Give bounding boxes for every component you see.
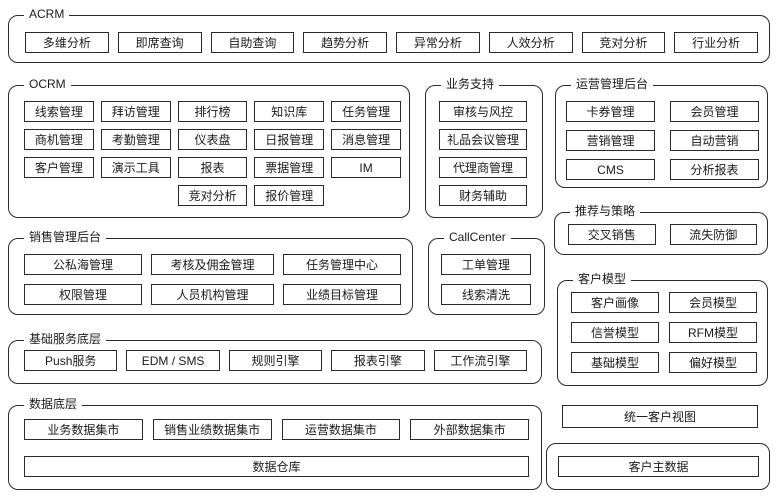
group-base-services-title: 基础服务底层	[24, 332, 107, 347]
diagram-node: 竞对分析	[581, 32, 666, 53]
group-recommendation-strategy-title: 推荐与策略	[570, 204, 641, 219]
diagram-node: 异常分析	[396, 32, 480, 53]
diagram-node: 商机管理	[24, 129, 94, 150]
diagram-node: CMS	[566, 159, 655, 180]
diagram-node: 报表引擎	[331, 350, 425, 371]
diagram-node: 基础模型	[571, 352, 659, 373]
diagram-node: 即席查询	[117, 32, 202, 53]
diagram-node: 代理商管理	[439, 157, 527, 178]
diagram-node: 流失防御	[669, 224, 757, 245]
diagram-node: Push服务	[24, 350, 118, 371]
node-unified-customer-view: 统一客户视图	[562, 405, 758, 428]
diagram-node: 偏好模型	[669, 352, 757, 373]
diagram-node: 业务数据集市	[24, 419, 143, 440]
group-data-layer: 数据底层 业务数据集市 销售业绩数据集市 运营数据集市 外部数据集市 数据仓库	[8, 397, 542, 490]
diagram-node: 拜访管理	[100, 101, 171, 122]
group-operations-admin-title: 运营管理后台	[571, 77, 654, 92]
diagram-node: 公私海管理	[24, 254, 143, 275]
node-customer-master-data: 客户主数据	[558, 456, 759, 477]
diagram-node: 日报管理	[254, 129, 325, 150]
group-recommendation-strategy: 推荐与策略 交叉销售 流失防御	[554, 204, 768, 255]
diagram-node: 人员机构管理	[151, 284, 274, 305]
group-master-data: 客户主数据	[546, 443, 770, 490]
diagram-node: 知识库	[254, 101, 325, 122]
diagram-node: 审核与风控	[439, 101, 527, 122]
diagram-node: 报表	[177, 157, 248, 178]
group-sales-admin: 销售管理后台 公私海管理 考核及佣金管理 任务管理中心 权限管理 人员机构管理 …	[8, 230, 413, 315]
group-business-support: 业务支持 审核与风控 礼品会议管理 代理商管理 财务辅助	[425, 77, 543, 218]
group-operations-admin: 运营管理后台 卡券管理 会员管理 营销管理 自动营销 CMS 分析报表	[555, 77, 768, 188]
group-data-layer-title: 数据底层	[24, 397, 83, 412]
diagram-node: 趋势分析	[303, 32, 387, 53]
diagram-node: 礼品会议管理	[439, 129, 527, 150]
group-acrm: ACRM 多维分析 即席查询 自助查询 趋势分析 异常分析 人效分析 竞对分析 …	[8, 7, 770, 63]
diagram-node: 客户画像	[571, 292, 659, 313]
diagram-node: 营销管理	[566, 130, 655, 151]
group-ocrm-title: OCRM	[24, 77, 71, 92]
diagram-node: EDM / SMS	[126, 350, 220, 371]
diagram-node: 任务管理中心	[282, 254, 401, 275]
diagram-node: 分析报表	[670, 159, 759, 180]
diagram-node: 外部数据集市	[410, 419, 529, 440]
group-callcenter-title: CallCenter	[444, 230, 511, 245]
diagram-node: 客户管理	[24, 157, 94, 178]
diagram-node: 工作流引擎	[433, 350, 528, 371]
diagram-node: 考勤管理	[100, 129, 171, 150]
diagram-node: 行业分析	[674, 32, 758, 53]
diagram-node: 票据管理	[254, 157, 325, 178]
group-acrm-title: ACRM	[24, 7, 70, 22]
diagram-node: 竞对分析	[177, 185, 248, 206]
diagram-node: 财务辅助	[439, 185, 527, 206]
group-business-support-title: 业务支持	[441, 77, 500, 92]
diagram-node: 卡券管理	[566, 101, 655, 122]
diagram-node: 考核及佣金管理	[151, 254, 274, 275]
diagram-node: 消息管理	[331, 129, 401, 150]
diagram-node: 演示工具	[100, 157, 171, 178]
diagram-node: 交叉销售	[568, 224, 656, 245]
diagram-node: 自助查询	[210, 32, 295, 53]
diagram-node: 会员模型	[669, 292, 757, 313]
group-customer-model: 客户模型 客户画像 会员模型 信誉模型 RFM模型 基础模型 偏好模型	[557, 272, 768, 386]
diagram-node: 业绩目标管理	[282, 284, 401, 305]
diagram-node: 多维分析	[25, 32, 109, 53]
diagram-node: 任务管理	[331, 101, 401, 122]
group-base-services: 基础服务底层 Push服务 EDM / SMS 规则引擎 报表引擎 工作流引擎	[8, 332, 542, 384]
diagram-node: IM	[331, 157, 401, 178]
diagram-node: 人效分析	[488, 32, 573, 53]
diagram-node: 销售业绩数据集市	[152, 419, 272, 440]
diagram-node: 仪表盘	[177, 129, 248, 150]
diagram-node: 会员管理	[670, 101, 759, 122]
diagram-node: 线索管理	[24, 101, 94, 122]
diagram-node: 权限管理	[24, 284, 143, 305]
group-customer-model-title: 客户模型	[573, 272, 632, 287]
data-mart-row: 业务数据集市 销售业绩数据集市 运营数据集市 外部数据集市	[9, 406, 541, 440]
group-ocrm: OCRM 线索管理 拜访管理 排行榜 知识库 任务管理 商机管理 考勤管理 仪表…	[8, 77, 410, 218]
diagram-node: 报价管理	[254, 185, 325, 206]
diagram-node: 工单管理	[441, 254, 531, 275]
group-sales-admin-title: 销售管理后台	[24, 230, 107, 245]
diagram-node: 排行榜	[177, 101, 248, 122]
diagram-node: RFM模型	[669, 322, 757, 343]
group-callcenter: CallCenter 工单管理 线索清洗	[428, 230, 545, 315]
diagram-node: 自动营销	[670, 130, 759, 151]
diagram-node: 运营数据集市	[281, 419, 401, 440]
data-warehouse-node: 数据仓库	[24, 456, 529, 477]
warehouse-row: 数据仓库	[9, 440, 541, 477]
diagram-node: 线索清洗	[441, 284, 531, 305]
diagram-node: 规则引擎	[228, 350, 323, 371]
diagram-node: 信誉模型	[571, 322, 659, 343]
